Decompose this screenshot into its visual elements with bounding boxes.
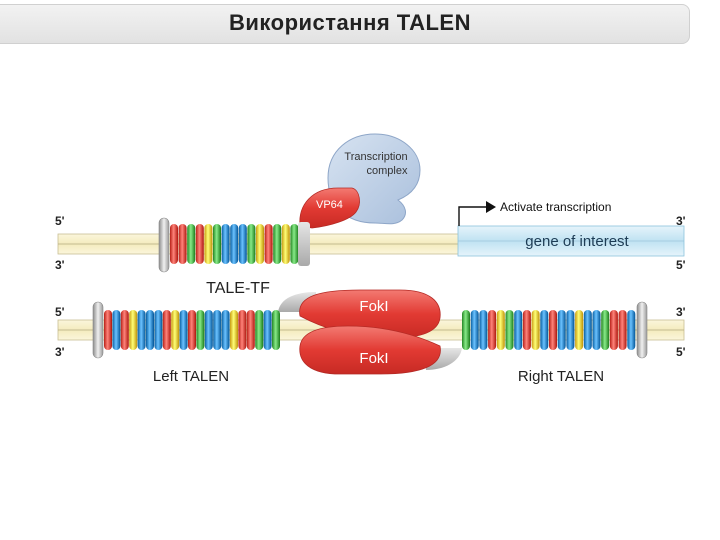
left-talen-repeat bbox=[263, 310, 272, 350]
arrow-right-icon bbox=[486, 201, 496, 213]
tale-tf-repeat bbox=[247, 224, 256, 264]
right-talen-repeat bbox=[496, 310, 505, 350]
left-talen-repeat bbox=[104, 310, 112, 350]
right-talen-repeat bbox=[505, 310, 514, 350]
talen-section: 5' 3' 3' 5' FokI FokI Left TALEN Right T… bbox=[55, 289, 686, 385]
talen-top-left-end: 5' bbox=[55, 305, 65, 319]
tale-tf-c-linker bbox=[298, 222, 310, 266]
left-talen-repeat bbox=[246, 310, 255, 350]
talen-bottom-left-end: 3' bbox=[55, 345, 65, 359]
right-talen-repeat bbox=[531, 310, 540, 350]
right-talen-repeat bbox=[470, 310, 479, 350]
right-talen-repeat bbox=[583, 310, 592, 350]
gene-label: gene of interest bbox=[525, 233, 629, 250]
bottom-strand-right-end: 5' bbox=[676, 258, 686, 272]
tale-tf-repeat bbox=[238, 224, 247, 264]
transcription-complex-label-line1: Transcription bbox=[344, 151, 407, 163]
left-talen-repeat bbox=[179, 310, 188, 350]
left-talen-repeat bbox=[238, 310, 247, 350]
left-talen-repeat bbox=[230, 310, 238, 350]
right-talen-repeat bbox=[462, 310, 470, 350]
left-talen-repeat bbox=[171, 310, 180, 350]
right-talen-repeat bbox=[557, 310, 566, 350]
tale-tf-n-cap bbox=[158, 217, 170, 273]
top-strand-left-end: 5' bbox=[55, 214, 65, 228]
left-talen-repeat bbox=[204, 310, 213, 350]
right-talen-repeat bbox=[575, 310, 584, 350]
tale-tf-section: gene of interest Activate transcription … bbox=[55, 133, 686, 297]
slide-title: Використання TALEN bbox=[229, 10, 471, 35]
tale-tf-repeat bbox=[281, 224, 290, 264]
tale-tf-repeat bbox=[264, 224, 273, 264]
activate-transcription-label: Activate transcription bbox=[500, 200, 611, 214]
right-talen-repeat bbox=[601, 310, 610, 350]
right-talen-repeat bbox=[549, 310, 557, 350]
tale-tf-repeat bbox=[178, 224, 187, 264]
right-talen-repeat bbox=[522, 310, 531, 350]
right-talen-repeat bbox=[566, 310, 575, 350]
tale-tf-repeat bbox=[221, 224, 230, 264]
right-talen-repeat bbox=[514, 310, 523, 350]
tale-tf-repeat bbox=[195, 224, 204, 264]
left-talen-repeat bbox=[188, 310, 196, 350]
talen-bottom-right-end: 5' bbox=[676, 345, 686, 359]
tale-tf-repeats bbox=[170, 224, 299, 264]
left-talen-repeat bbox=[221, 310, 230, 350]
left-talen-repeat bbox=[137, 310, 146, 350]
vp64-label: VP64 bbox=[316, 199, 343, 211]
tale-tf-repeat bbox=[213, 224, 221, 264]
vp64-domain bbox=[299, 187, 360, 229]
left-talen-repeat bbox=[196, 310, 205, 350]
tale-tf-repeat bbox=[230, 224, 239, 264]
right-talen-repeat bbox=[488, 310, 497, 350]
bottom-strand-left-end: 3' bbox=[55, 258, 65, 272]
foki-top-label: FokI bbox=[359, 298, 388, 315]
left-talen-repeat bbox=[213, 310, 222, 350]
right-talen-repeat bbox=[592, 310, 601, 350]
left-talen-repeat bbox=[272, 310, 280, 350]
tale-tf-repeat bbox=[204, 224, 213, 264]
right-talen-repeats bbox=[462, 310, 636, 350]
transcription-start-line bbox=[458, 206, 486, 226]
tale-tf-repeat bbox=[170, 224, 178, 264]
tale-tf-repeat bbox=[256, 224, 264, 264]
tale-tf-repeat bbox=[187, 224, 196, 264]
tale-tf-repeat bbox=[290, 224, 299, 264]
tale-tf-repeat bbox=[273, 224, 282, 264]
transcription-complex-label-line2: complex bbox=[367, 165, 408, 177]
left-talen-repeat bbox=[154, 310, 163, 350]
left-talen-repeat bbox=[129, 310, 138, 350]
left-talen-repeat bbox=[146, 310, 154, 350]
left-talen-repeats bbox=[104, 310, 280, 350]
left-talen-repeat bbox=[255, 310, 264, 350]
title-bar bbox=[0, 4, 690, 44]
talen-top-right-end: 3' bbox=[676, 305, 686, 319]
right-talen-n-cap bbox=[636, 301, 648, 359]
right-talen-repeat bbox=[609, 310, 618, 350]
right-talen-repeat bbox=[627, 310, 636, 350]
left-talen-n-cap bbox=[92, 301, 104, 359]
top-strand-right-end: 3' bbox=[676, 214, 686, 228]
left-talen-repeat bbox=[120, 310, 129, 350]
tale-tf-label: TALE-TF bbox=[206, 280, 270, 297]
left-talen-label: Left TALEN bbox=[153, 368, 229, 385]
foki-bottom-label: FokI bbox=[359, 350, 388, 367]
right-talen-repeat bbox=[540, 310, 549, 350]
right-talen-label: Right TALEN bbox=[518, 368, 604, 385]
left-talen-repeat bbox=[162, 310, 171, 350]
right-talen-repeat bbox=[479, 310, 488, 350]
right-talen-repeat bbox=[618, 310, 627, 350]
foki-domain-bottom bbox=[299, 325, 441, 375]
left-talen-repeat bbox=[112, 310, 121, 350]
